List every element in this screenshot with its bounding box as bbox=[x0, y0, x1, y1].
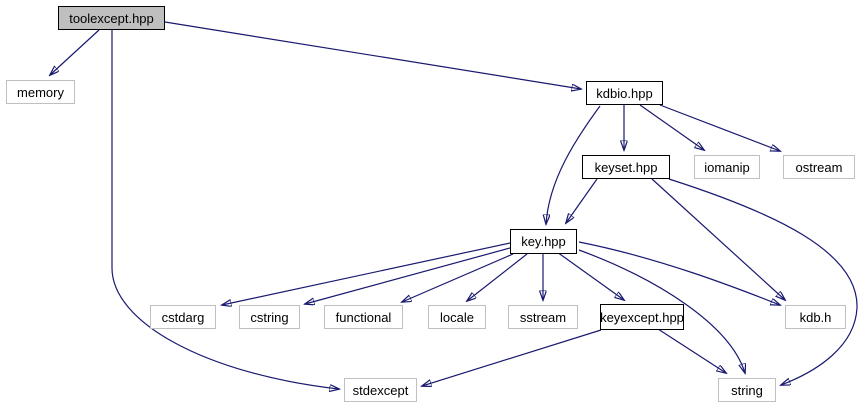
node-stdexcept: stdexcept bbox=[344, 378, 417, 402]
edge-key-cstring bbox=[305, 247, 511, 304]
edge-key-locale bbox=[467, 253, 528, 301]
edge-kdbio-iomanip bbox=[639, 104, 704, 150]
node-sstream: sstream bbox=[508, 305, 578, 329]
node-locale: locale bbox=[428, 305, 486, 329]
node-toolexcept-hpp: toolexcept.hpp bbox=[58, 6, 165, 30]
node-functional: functional bbox=[324, 305, 403, 329]
node-key-hpp[interactable]: key.hpp bbox=[510, 229, 577, 254]
edge-toolexcept-memory bbox=[50, 29, 100, 75]
node-cstdarg: cstdarg bbox=[150, 305, 216, 329]
node-kdb-h: kdb.h bbox=[785, 305, 846, 329]
edge-toolexcept-stdexcept bbox=[111, 30, 339, 389]
node-memory: memory bbox=[6, 80, 75, 104]
edge-keyexcept-stdexcept bbox=[422, 329, 602, 386]
edge-keyset-string bbox=[668, 178, 858, 385]
node-iomanip: iomanip bbox=[694, 155, 760, 179]
edge-keyset-key bbox=[566, 178, 598, 223]
edge-toolexcept-kdbio bbox=[164, 21, 581, 89]
edge-key-kdbh bbox=[578, 241, 780, 305]
edge-key-functional bbox=[402, 253, 514, 302]
edge-key-string bbox=[578, 249, 745, 373]
node-keyset-hpp[interactable]: keyset.hpp bbox=[582, 155, 670, 179]
node-keyexcept-hpp[interactable]: keyexcept.hpp bbox=[600, 304, 684, 330]
edge-kdbio-ostream bbox=[659, 104, 780, 151]
edge-key-cstdarg bbox=[222, 242, 511, 305]
edge-key-keyexcept bbox=[556, 251, 624, 300]
edge-kdbio-key bbox=[546, 105, 601, 224]
edge-keyset-kdbh bbox=[651, 178, 785, 300]
node-cstring: cstring bbox=[239, 305, 300, 329]
node-ostream: ostream bbox=[783, 155, 855, 179]
edge-keyexcept-string bbox=[657, 328, 726, 373]
node-string: string bbox=[718, 378, 776, 402]
node-kdbio-hpp[interactable]: kdbio.hpp bbox=[586, 81, 663, 105]
